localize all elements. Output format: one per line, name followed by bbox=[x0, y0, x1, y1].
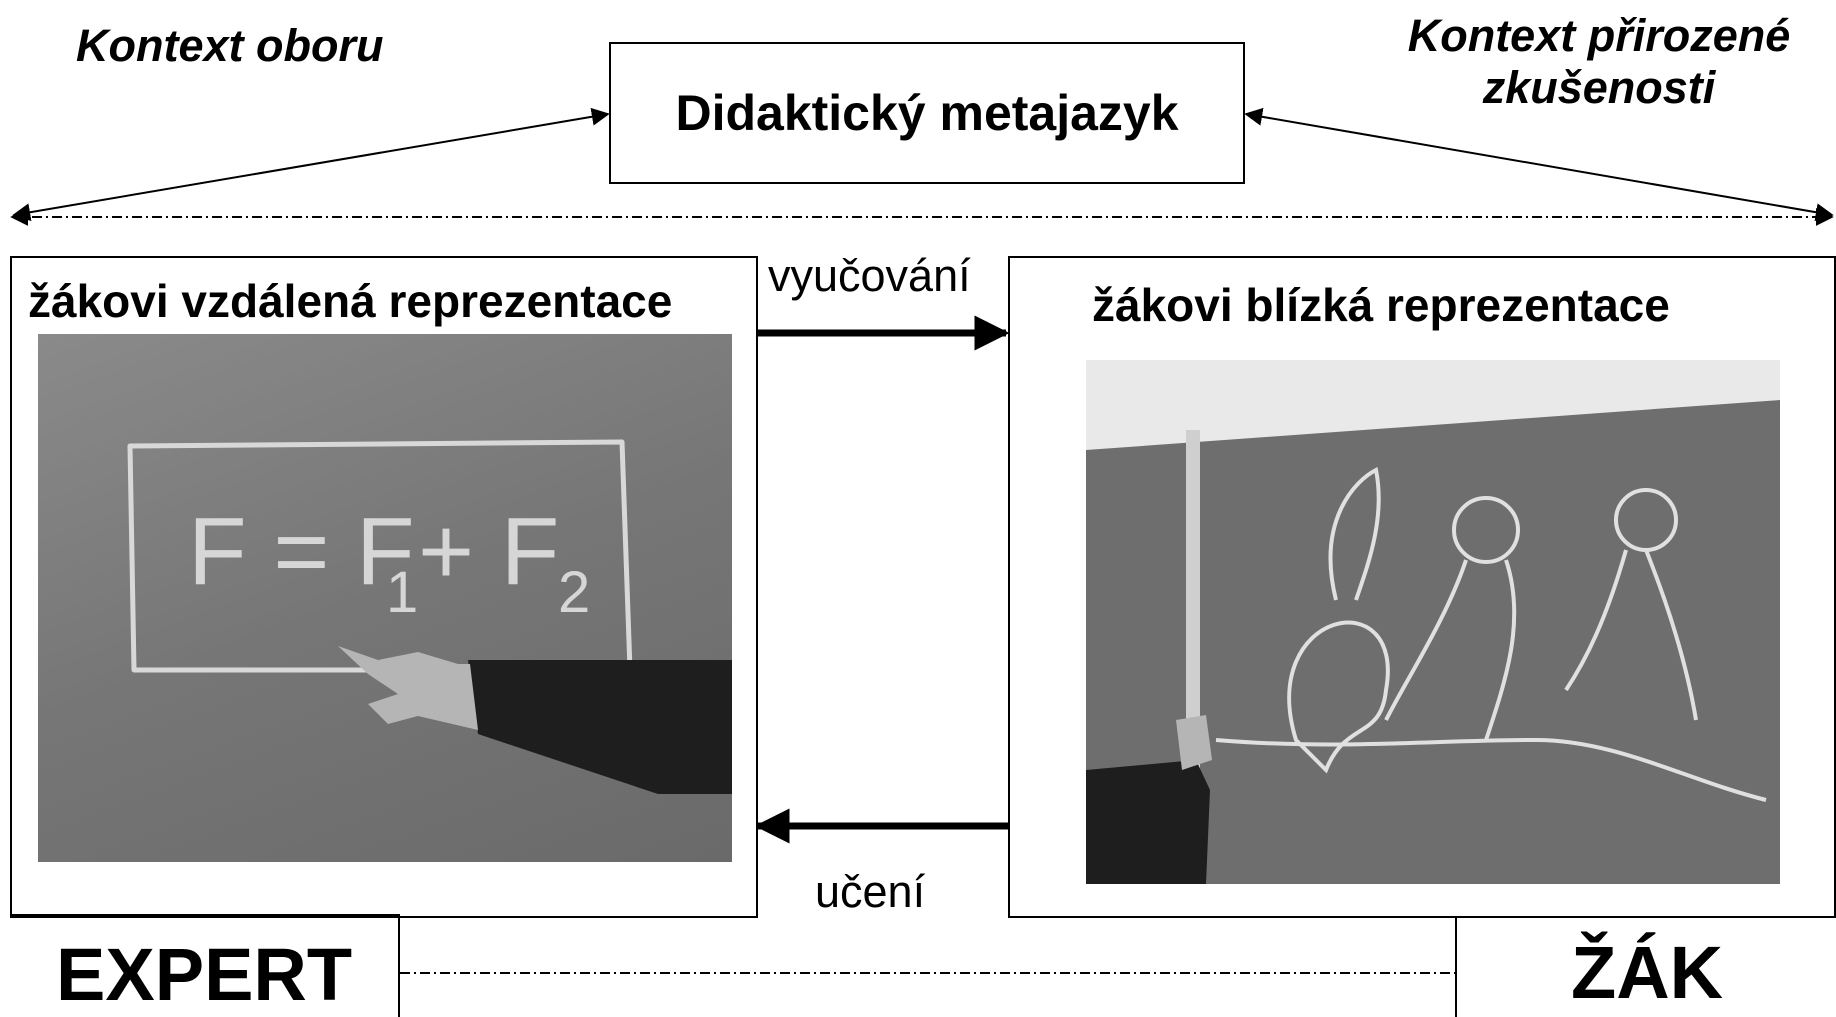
blackboard-story-drawing bbox=[1086, 360, 1780, 884]
blackboard-photo-drawing bbox=[1086, 360, 1780, 884]
distant-representation-title: žákovi vzdálená reprezentace bbox=[28, 275, 673, 327]
expert-label: EXPERT bbox=[56, 933, 353, 1016]
learning-label: učení bbox=[815, 866, 926, 917]
close-representation-panel: žákovi blízká reprezentace bbox=[1008, 256, 1836, 918]
formula-sub2: 2 bbox=[558, 560, 590, 625]
right-context-arrow bbox=[1244, 107, 1834, 222]
student-label: ŽÁK bbox=[1571, 931, 1724, 1014]
student-box: ŽÁK bbox=[1455, 918, 1836, 1017]
formula-main: F = F bbox=[188, 498, 415, 605]
teaching-label: vyučování bbox=[768, 250, 971, 301]
formula-plus: + F bbox=[418, 498, 559, 605]
right-context-line2: zkušenosti bbox=[1482, 61, 1716, 113]
close-representation-title: žákovi blízká reprezentace bbox=[1092, 279, 1670, 331]
left-context-label: Kontext oboru bbox=[76, 20, 384, 71]
right-context-line1: Kontext přirozené bbox=[1407, 10, 1791, 61]
right-context-label: Kontext přirozené zkušenosti bbox=[1362, 10, 1836, 114]
distant-representation-panel: žákovi vzdálená reprezentace F = F 1 + F… bbox=[10, 256, 758, 918]
sleeve-shape bbox=[468, 660, 732, 794]
blackboard-formula-drawing: F = F 1 + F 2 bbox=[127, 439, 732, 794]
metalanguage-label: Didaktický metajazyk bbox=[675, 85, 1179, 141]
expert-box: EXPERT bbox=[10, 914, 400, 1017]
formula-sub1: 1 bbox=[386, 560, 418, 625]
metalanguage-box: Didaktický metajazyk bbox=[609, 42, 1245, 184]
left-context-arrow bbox=[12, 107, 610, 222]
pointing-hand-shape bbox=[338, 646, 478, 730]
blackboard-photo-formula: F = F 1 + F 2 bbox=[38, 334, 732, 862]
